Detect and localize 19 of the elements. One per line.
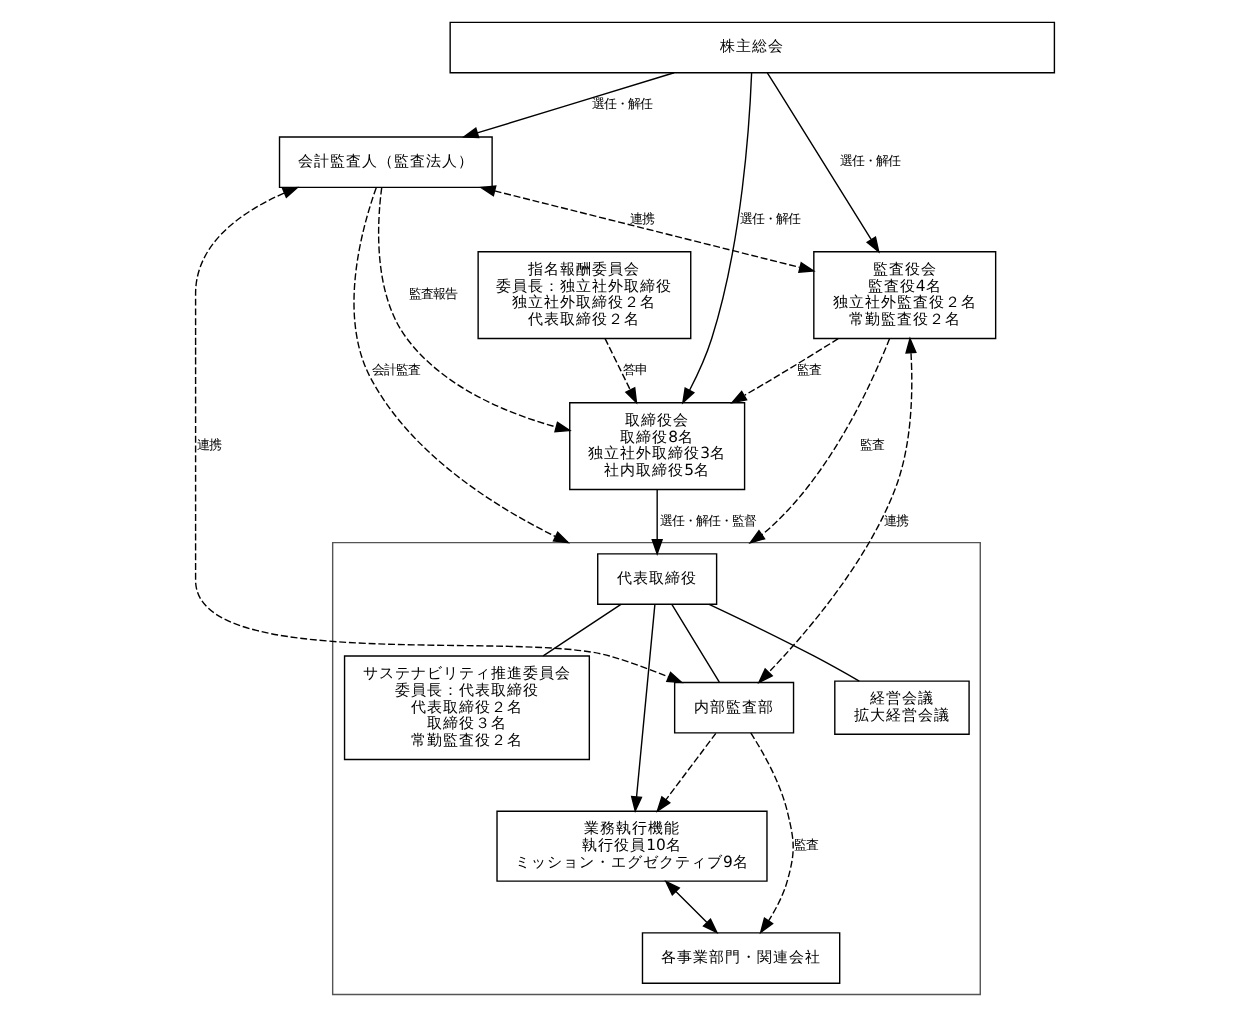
- arrow: [680, 72, 752, 405]
- arrow: [765, 72, 879, 254]
- arrow: [603, 337, 637, 405]
- arrow: [477, 185, 815, 273]
- arrow: [629, 603, 655, 813]
- arrow: [756, 336, 916, 684]
- arrow: [193, 186, 683, 684]
- arrow: [655, 732, 716, 813]
- arrow: [747, 338, 890, 544]
- arrow: [663, 880, 718, 934]
- connector: [670, 604, 720, 683]
- connector: [541, 603, 621, 657]
- connector: [707, 603, 859, 682]
- arrow: [650, 489, 663, 556]
- arrow: [729, 338, 838, 404]
- arrow: [460, 72, 674, 139]
- arrow: [376, 187, 571, 433]
- arrow: [352, 187, 570, 544]
- arrow: [749, 732, 793, 935]
